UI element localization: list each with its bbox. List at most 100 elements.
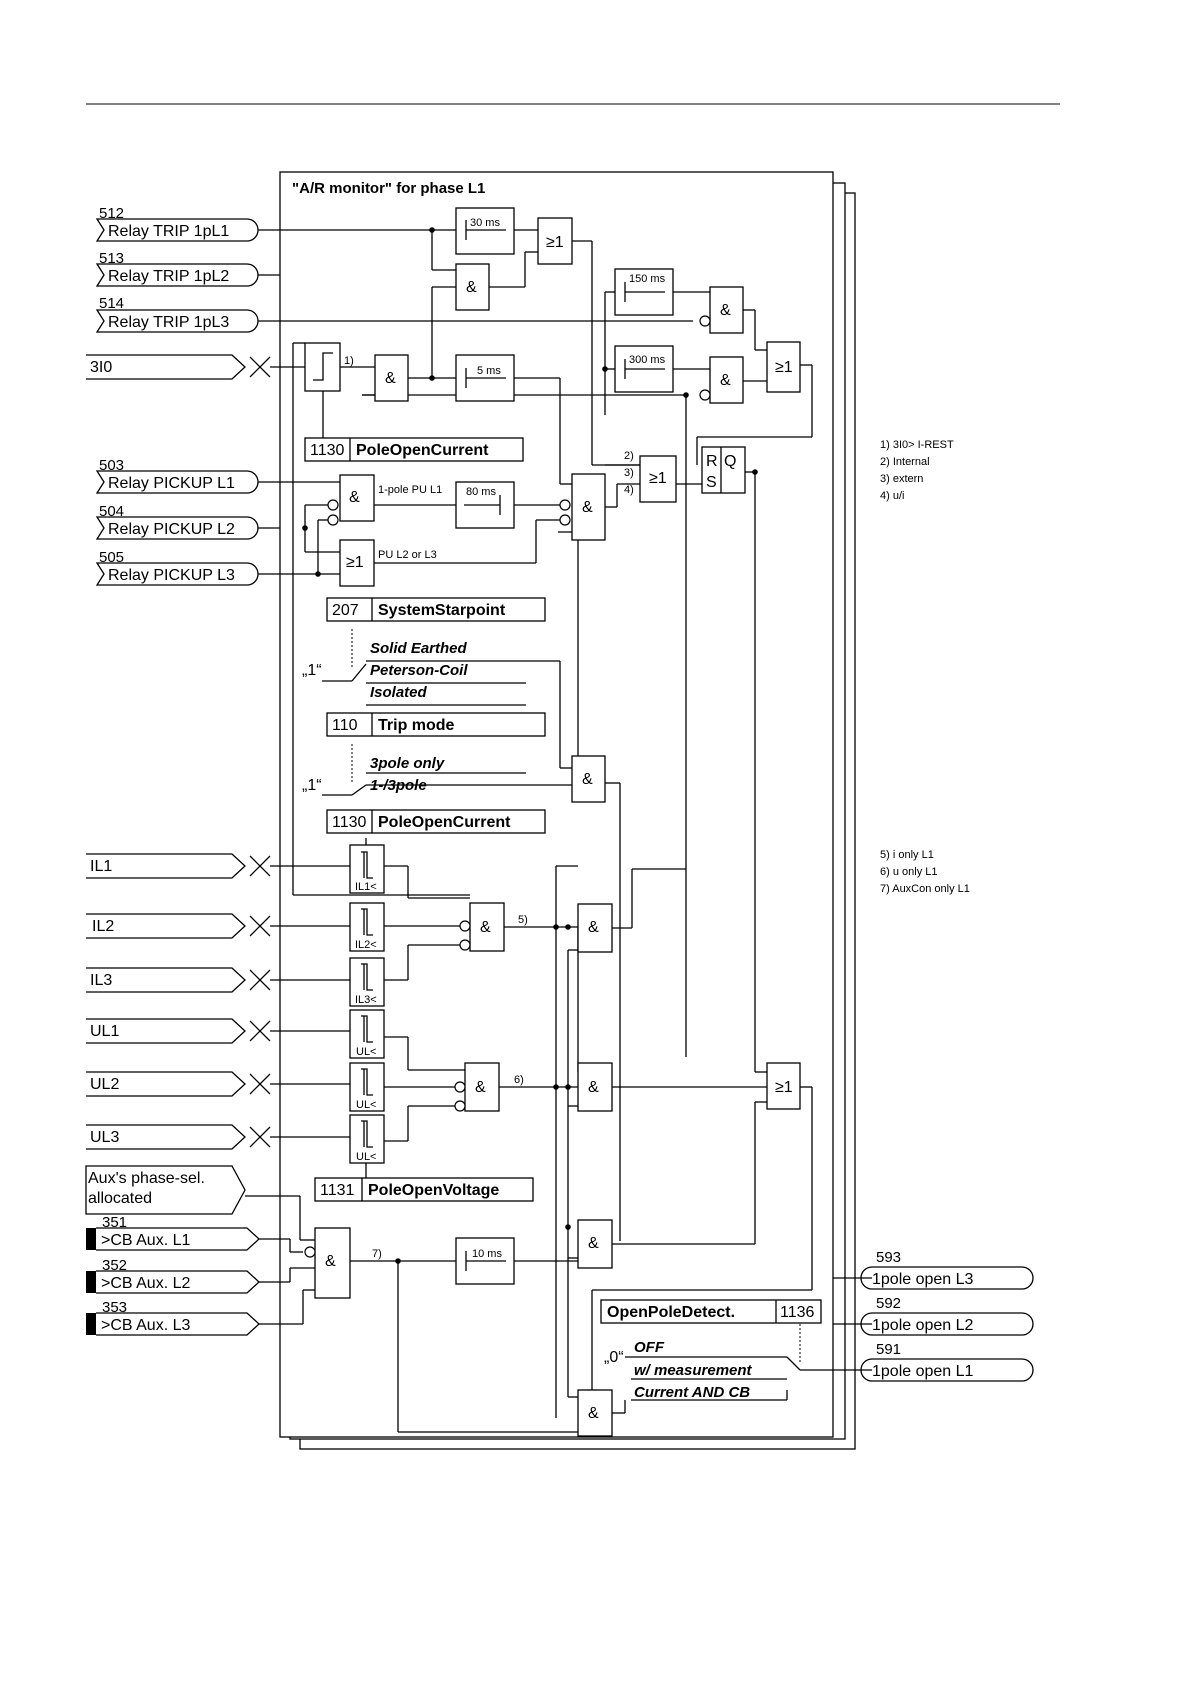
svg-text:&: &	[325, 1253, 336, 1270]
svg-text:>CB Aux. L3: >CB Aux. L3	[101, 1317, 190, 1334]
svg-text:1130: 1130	[332, 814, 367, 831]
and-gate-cb-aux: & 7)	[304, 1227, 382, 1299]
svg-text:Relay PICKUP L2: Relay PICKUP L2	[108, 521, 235, 538]
input-il2: IL2	[86, 913, 271, 939]
svg-text:300 ms: 300 ms	[629, 354, 666, 366]
threshold-ul1: UL<	[349, 1009, 385, 1059]
input-aux-phase-sel: Aux's phase-sel. allocated	[85, 1165, 246, 1215]
svg-text:PoleOpenCurrent: PoleOpenCurrent	[356, 442, 489, 459]
svg-text:SystemStarpoint: SystemStarpoint	[378, 602, 506, 619]
and-gate-trip: &	[455, 263, 490, 311]
svg-text:OFF: OFF	[634, 1339, 665, 1356]
param-1130-b: 1130 PoleOpenCurrent	[326, 809, 546, 834]
diagram-title: "A/R monitor" for phase L1	[292, 180, 485, 197]
and-gate-300: &	[699, 356, 744, 404]
and-gate-tripmode: &	[571, 755, 606, 803]
svg-text:„1“: „1“	[302, 662, 322, 679]
svg-text:&: &	[582, 771, 593, 788]
param-1136: OpenPoleDetect. 1136 „0“ OFF w/ measurem…	[600, 1299, 822, 1401]
and-gate-3i0: &	[374, 354, 409, 402]
svg-text:≥1: ≥1	[346, 554, 364, 571]
svg-text:593: 593	[876, 1249, 901, 1266]
svg-text:503: 503	[99, 457, 124, 474]
svg-text:3pole only: 3pole only	[370, 755, 445, 772]
svg-text:&: &	[385, 370, 396, 387]
input-cb-aux-l3: 353 >CB Aux. L3	[86, 1299, 260, 1336]
threshold-ul2: UL<	[349, 1062, 385, 1112]
svg-text:1pole open L1: 1pole open L1	[872, 1363, 974, 1380]
threshold-3i0: 1)	[304, 342, 354, 392]
and-gate-mid: &	[559, 473, 606, 541]
svg-text:80 ms: 80 ms	[466, 486, 496, 498]
svg-text:&: &	[475, 1079, 486, 1096]
svg-text:512: 512	[99, 205, 124, 222]
timer-300ms: 300 ms	[614, 345, 674, 393]
input-cb-aux-l2: 352 >CB Aux. L2	[86, 1257, 260, 1294]
threshold-ul3: UL<	[349, 1114, 385, 1164]
svg-text:1130: 1130	[310, 442, 345, 459]
input-relay-trip-1pl2: 513 Relay TRIP 1pL2	[95, 250, 259, 287]
timer-5ms: 5 ms	[455, 354, 515, 402]
svg-text:>CB Aux. L2: >CB Aux. L2	[101, 1275, 190, 1292]
footnotes-1: 1) 3I0> I-REST 2) Internal 3) extern 4) …	[880, 439, 954, 502]
svg-text:Q: Q	[724, 453, 736, 470]
svg-text:1pole open L3: 1pole open L3	[872, 1271, 974, 1288]
svg-text:Solid Earthed: Solid Earthed	[370, 640, 468, 657]
svg-text:1pole open L2: 1pole open L2	[872, 1317, 974, 1334]
input-relay-pickup-l2: 504 Relay PICKUP L2	[95, 503, 259, 540]
svg-text:&: &	[349, 489, 360, 506]
param-207: 207 SystemStarpoint „1“ Solid Earthed Pe…	[302, 597, 546, 701]
svg-text:1) 3I0> I-REST: 1) 3I0> I-REST	[880, 439, 954, 451]
svg-text:7) AuxCon only L1: 7) AuxCon only L1	[880, 883, 970, 895]
svg-text:514: 514	[99, 295, 124, 312]
timer-150ms: 150 ms	[614, 268, 674, 316]
svg-text:IL2: IL2	[92, 918, 114, 935]
svg-text:„0“: „0“	[604, 1349, 624, 1366]
wires	[245, 229, 872, 1433]
svg-text:Relay TRIP 1pL1: Relay TRIP 1pL1	[108, 223, 229, 240]
input-il3: IL3	[86, 967, 271, 993]
threshold-il2: IL2<	[349, 902, 385, 952]
input-il1: IL1	[86, 853, 271, 879]
svg-text:1-/3pole: 1-/3pole	[370, 777, 427, 794]
svg-text:„1“: „1“	[302, 777, 322, 794]
svg-text:Peterson-Coil: Peterson-Coil	[370, 662, 468, 679]
svg-text:PoleOpenVoltage: PoleOpenVoltage	[368, 1182, 499, 1199]
input-3i0: 3I0	[86, 354, 271, 380]
threshold-il3: IL3<	[349, 957, 385, 1007]
svg-text:&: &	[480, 919, 491, 936]
svg-text:Relay TRIP 1pL2: Relay TRIP 1pL2	[108, 268, 229, 285]
svg-text:150 ms: 150 ms	[629, 273, 666, 285]
input-relay-pickup-l3: 505 Relay PICKUP L3	[95, 549, 259, 586]
svg-text:30 ms: 30 ms	[470, 217, 500, 229]
svg-text:2): 2)	[624, 450, 634, 462]
svg-text:IL3: IL3	[90, 972, 112, 989]
and-gate-col-1: &	[577, 903, 613, 953]
timer-80ms: 80 ms	[455, 481, 515, 529]
svg-text:IL3<: IL3<	[355, 994, 377, 1006]
svg-text:207: 207	[332, 602, 359, 619]
input-relay-trip-1pl1: 512 Relay TRIP 1pL1	[95, 205, 259, 242]
svg-text:353: 353	[102, 1299, 127, 1316]
or-gate-trip: ≥1	[537, 217, 573, 265]
svg-text:≥1: ≥1	[775, 359, 793, 376]
svg-text:505: 505	[99, 549, 124, 566]
svg-text:&: &	[588, 919, 599, 936]
and-gate-ul: & 6)	[454, 1062, 524, 1112]
svg-text:IL1<: IL1<	[355, 881, 377, 893]
input-relay-trip-1pl3: 514 Relay TRIP 1pL3	[95, 295, 259, 333]
svg-text:&: &	[582, 499, 593, 516]
svg-text:1): 1)	[344, 355, 354, 367]
svg-text:&: &	[720, 372, 731, 389]
svg-text:≥1: ≥1	[649, 470, 667, 487]
svg-text:Current AND CB: Current AND CB	[634, 1384, 750, 1401]
svg-text:6) u only L1: 6) u only L1	[880, 866, 937, 878]
svg-text:w/ measurement: w/ measurement	[634, 1362, 753, 1379]
output-1pole-open-l1: 591 1pole open L1	[860, 1341, 1034, 1382]
svg-text:6): 6)	[514, 1074, 524, 1086]
or-gate-234: ≥1 2) 3) 4)	[624, 450, 677, 503]
output-1pole-open-l3: 593 1pole open L3	[860, 1249, 1034, 1290]
svg-text:513: 513	[99, 250, 124, 267]
svg-text:&: &	[588, 1079, 599, 1096]
